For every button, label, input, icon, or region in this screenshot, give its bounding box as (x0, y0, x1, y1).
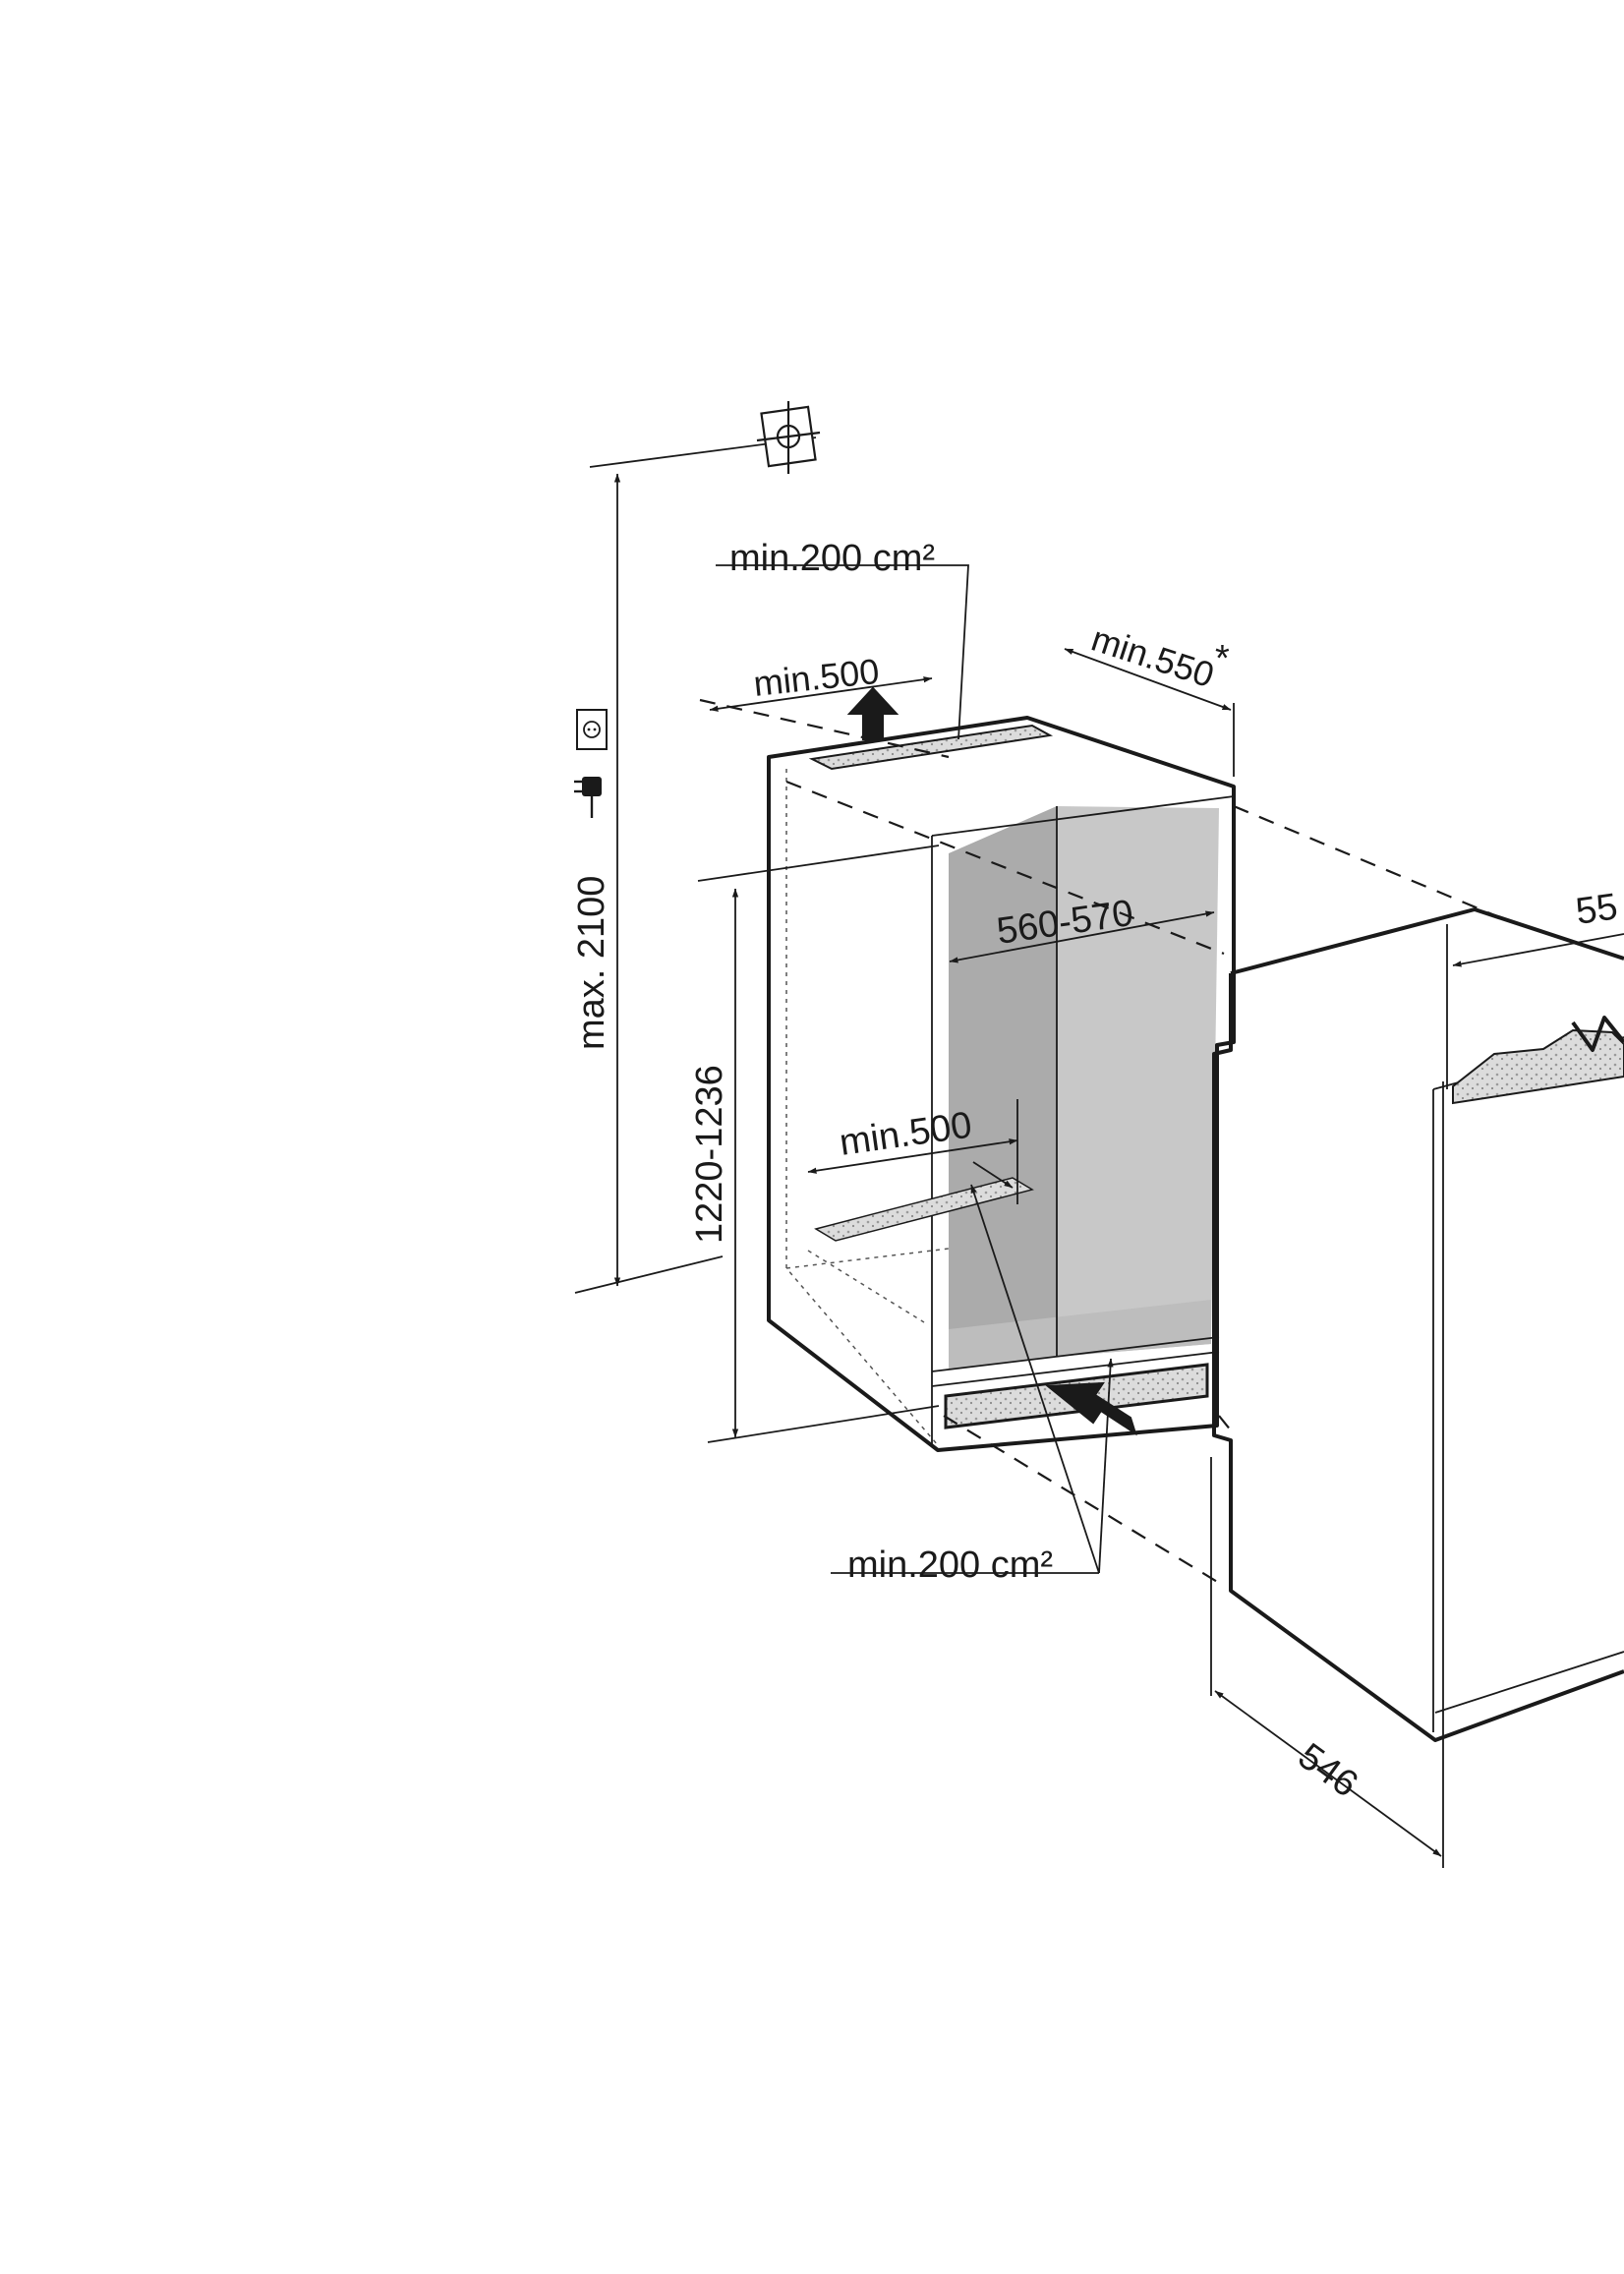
airflow-arrows (846, 686, 1137, 1436)
bottom-vent-width-arrow (807, 1138, 1018, 1174)
plug-icon (574, 777, 602, 818)
rear-clearance-arrow (1064, 648, 1232, 711)
niche-height-label: 1220-1236 (689, 1065, 730, 1244)
niche-back-wall (1057, 806, 1219, 1357)
appliance-width-arrow (1452, 933, 1624, 967)
bottom-vent-area-label: min.200 cm² (847, 1545, 1053, 1586)
appliance-body (1212, 907, 1624, 1742)
rear-clearance-label: min.550 (1087, 618, 1219, 696)
niche-side-wall (949, 806, 1057, 1369)
depth-label: 546 (1291, 1735, 1365, 1805)
top-vent-width-arrow (709, 676, 933, 712)
water-connection-icon (756, 401, 821, 474)
niche-cabinet (767, 716, 1236, 1452)
dimension-arrows (613, 473, 1624, 1857)
appliance-top-vent (1452, 1028, 1624, 1105)
niche-floor (949, 1300, 1211, 1369)
floor-vent-grille (814, 1177, 1034, 1242)
socket-icon (576, 709, 608, 750)
airflow-out-arrow (846, 686, 899, 740)
top-vent-width-label: min.500 (752, 651, 882, 704)
max-height-label: max. 2100 (571, 876, 612, 1050)
airflow-in-arrow (1045, 1381, 1137, 1436)
niche-width-arrow (949, 910, 1215, 963)
extension-lines (574, 437, 1448, 1868)
top-vent-area-label: min.200 cm² (729, 538, 935, 579)
depth-arrow (1214, 1690, 1442, 1857)
appliance-width-label: 55 (1573, 886, 1620, 932)
rear-clearance-note: * (1215, 638, 1230, 679)
